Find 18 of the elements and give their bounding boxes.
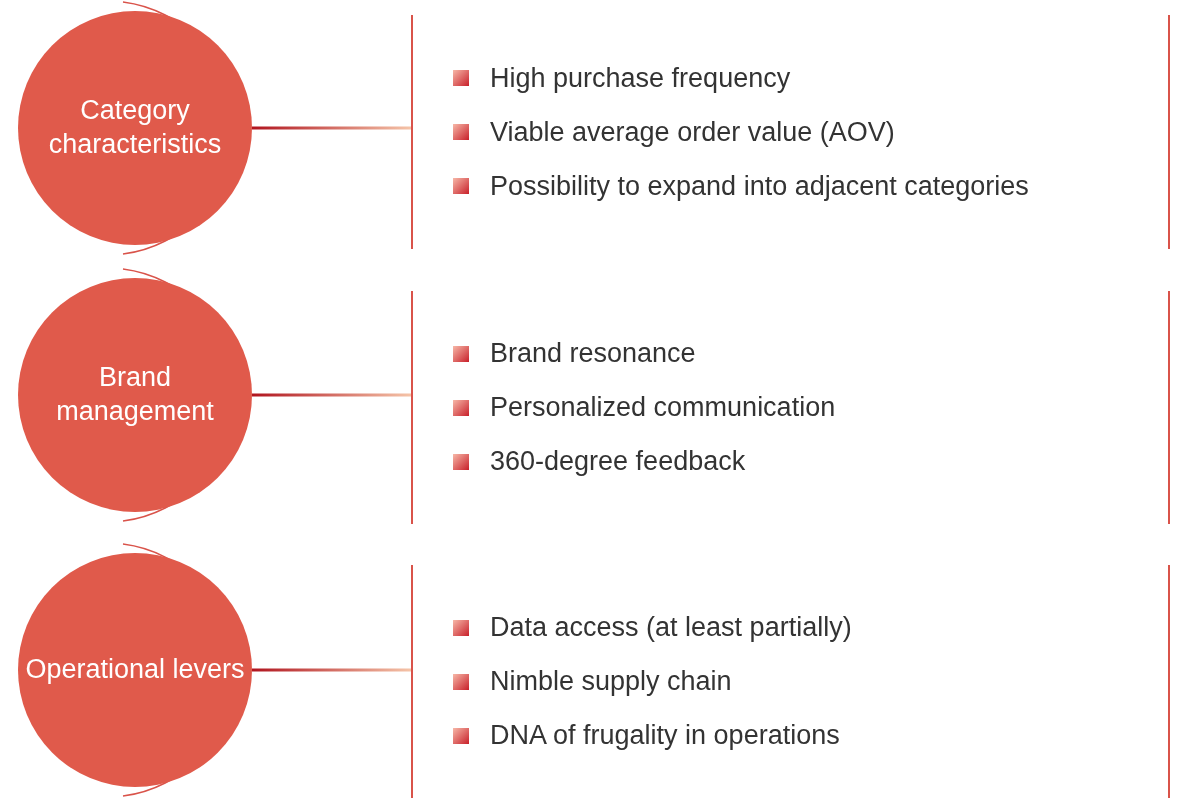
bullet-text: 360-degree feedback bbox=[490, 446, 746, 477]
connector-line bbox=[252, 668, 411, 672]
connector-line bbox=[252, 393, 411, 397]
circle-label: Category characteristics bbox=[47, 94, 223, 161]
bullet-text: Possibility to expand into adjacent categories bbox=[490, 170, 1029, 202]
bullet-text: DNA of frugality in operations bbox=[490, 720, 840, 751]
bullet-text: Personalized communication bbox=[490, 392, 836, 423]
bullet-text: High purchase frequency bbox=[490, 62, 791, 94]
bullet-text: Nimble supply chain bbox=[490, 666, 732, 697]
bullet-text: Viable average order value (AOV) bbox=[490, 116, 895, 148]
circle-label: Operational levers bbox=[25, 653, 245, 687]
bullet-panel bbox=[411, 15, 1170, 249]
bullet-panel bbox=[411, 291, 1170, 524]
connector-line bbox=[252, 126, 411, 130]
bullet-text: Data access (at least partially) bbox=[490, 612, 852, 643]
bullet-panel bbox=[411, 565, 1170, 798]
bullet-text: Brand resonance bbox=[490, 338, 696, 369]
circle-label: Brand management bbox=[55, 361, 215, 428]
